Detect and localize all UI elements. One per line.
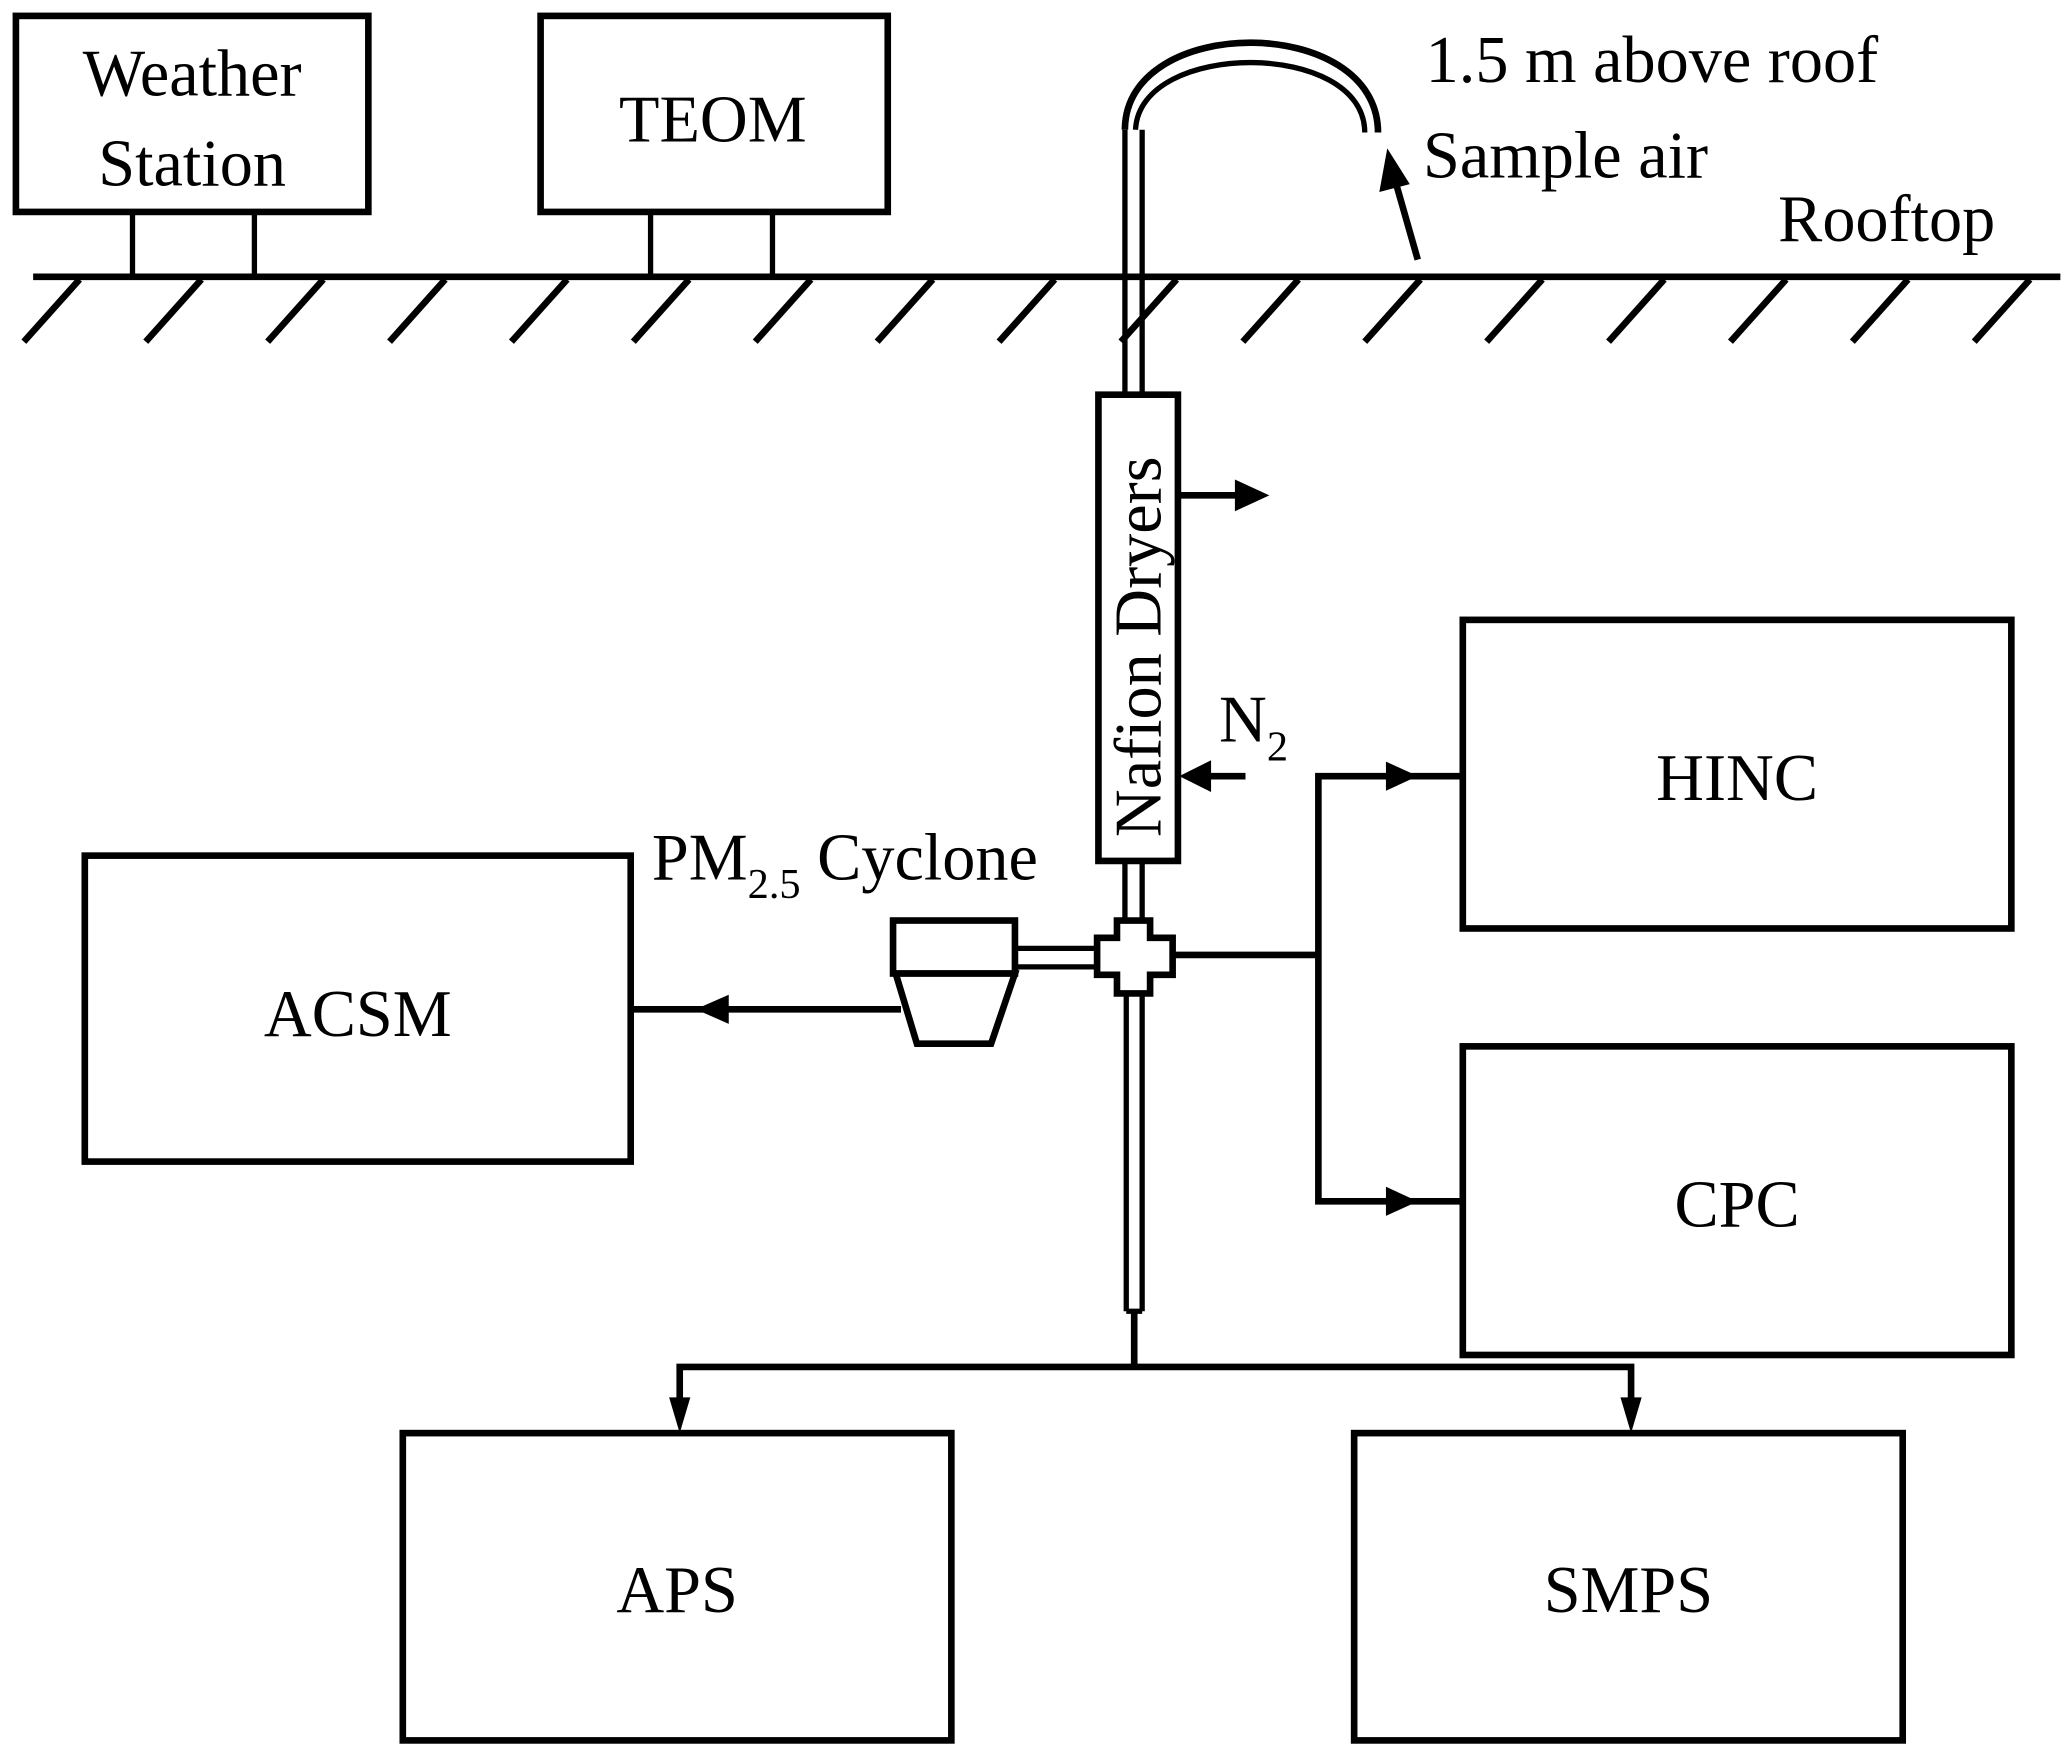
teom-label: TEOM [619,84,807,157]
cpc-box: CPC [1459,1043,2015,1359]
acsm-box: ACSM [81,852,635,1165]
roof-hatch-mark [1971,277,2033,344]
tube-dryer-to-cross [1122,860,1145,921]
cyclone-label: PM2.5 Cyclone [652,821,1038,908]
pm25-cyclone [889,917,1098,1048]
cpc-label: CPC [1674,1169,1799,1242]
weather-station-stand [129,209,258,280]
smps-inlet-arrow [1620,1397,1642,1434]
teom-stand [647,209,776,280]
roof-hatch-mark [265,277,326,344]
weather-station-box: Weather Station [12,12,372,280]
rooftop-label: Rooftop [1778,183,1995,256]
roof-hatch-mark [752,277,814,344]
rooftop-surface [21,273,2061,344]
roof-hatch-mark [387,277,448,344]
sample-air-arrow [1379,148,1421,261]
roof-hatch-mark [21,277,82,344]
aps-box: APS [399,1429,955,1744]
roof-hatch-mark [1727,277,1789,344]
n2-label: N2 [1219,684,1288,771]
tube-cross-to-manifold [1123,993,1145,1367]
n2-in-arrow [1179,760,1246,793]
sample-air-label: Sample air [1423,119,1708,192]
cpc-inlet-arrow [1385,1186,1418,1216]
roof-hatch-mark [508,277,570,344]
roof-hatching [21,277,2033,344]
roof-hatch-mark [1240,277,1301,344]
roof-hatch-mark [1362,277,1423,344]
smps-box: SMPS [1350,1429,1907,1744]
aps-label: APS [616,1554,738,1627]
roof-hatch-mark [1606,277,1667,344]
acsm-label: ACSM [264,978,452,1051]
purge-out-arrow [1177,479,1270,512]
roof-hatch-mark [1118,277,1180,344]
weather-station-label-line1: Weather [83,37,302,110]
roof-hatch-mark [630,277,692,344]
nafion-dryer: Nafion Dryers [1095,391,1182,865]
roof-hatch-mark [874,277,936,344]
aps-inlet-arrow [669,1397,691,1434]
roof-hatch-mark [996,277,1058,344]
smps-label: SMPS [1544,1554,1713,1627]
weather-station-label-line2: Station [98,127,286,200]
roof-hatch-mark [1849,277,1911,344]
hinc-box: HINC [1459,616,2015,932]
bottom-manifold [669,1363,1642,1434]
nafion-dryer-label: Nafion Dryers [1103,457,1176,838]
cross-fitting [1093,917,1176,997]
hinc-inlet-arrow [1385,761,1418,791]
roof-hatch-mark [1484,277,1545,344]
inlet-gooseneck [1121,39,1382,395]
roof-hatch-mark [143,277,204,344]
inlet-height-label: 1.5 m above roof [1426,24,1879,97]
teom-box: TEOM [537,12,892,280]
hinc-label: HINC [1656,742,1818,815]
cyclone-to-acsm-line [633,994,901,1024]
cross-to-hinc-cpc-line [1172,761,1462,1216]
